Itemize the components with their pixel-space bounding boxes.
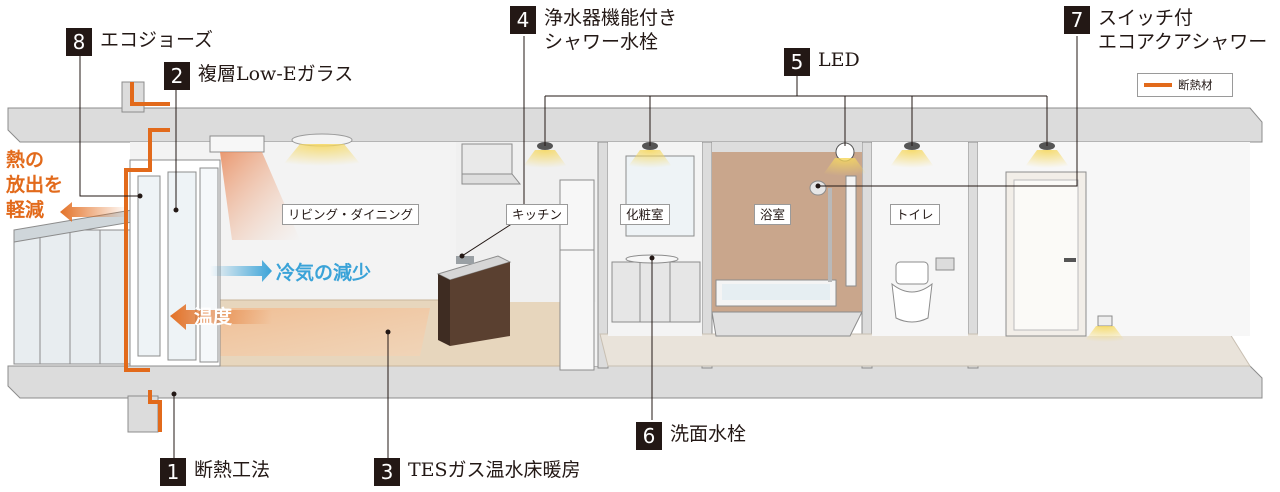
- callout-number: 6: [636, 422, 662, 450]
- sash-window: [129, 159, 221, 367]
- callout-number: 8: [66, 28, 92, 56]
- deck-floor: [599, 333, 1251, 367]
- leader-lines: [79, 36, 1078, 458]
- callout-5: 5 LED: [784, 48, 860, 76]
- callout-7: 7 スイッチ付 エコアクアシャワー: [1064, 6, 1267, 54]
- insulation-line-top: [130, 82, 170, 106]
- insulation-line-bottom: [148, 390, 162, 432]
- toilet: [891, 257, 955, 323]
- callout-number: 1: [160, 458, 186, 486]
- room-label-living: リビング・ダイニング: [282, 204, 420, 225]
- heat-release-arrow: [60, 202, 128, 222]
- callout-text: 複層Low-Eガラス: [198, 63, 354, 85]
- callout-8: 8 エコジョーズ: [66, 28, 213, 56]
- shower-bar: [828, 188, 832, 282]
- floor-slab: [7, 365, 1263, 399]
- callout-text: TESガス温水床暖房: [408, 459, 581, 481]
- callout-6: 6 洗面水栓: [636, 422, 746, 450]
- callout-number: 3: [374, 458, 400, 486]
- insulation-swatch: [1144, 83, 1172, 87]
- range-hood: [461, 143, 513, 175]
- room-label-toilet: トイレ: [890, 204, 940, 225]
- callout-3: 3 TESガス温水床暖房: [374, 458, 581, 486]
- air-conditioner: [209, 135, 265, 153]
- callout-text: 浄水器機能付き シャワー水栓: [544, 7, 678, 53]
- cold-reduction-text: 冷気の減少: [276, 262, 372, 284]
- insulation-line-window: [124, 128, 170, 372]
- bathtub: [715, 279, 837, 307]
- callout-4: 4 浄水器機能付き シャワー水栓: [510, 6, 677, 54]
- temperature-arrow: [170, 304, 272, 330]
- legend: 断熱材: [1137, 73, 1233, 97]
- ceiling-slab: [7, 107, 1263, 143]
- callout-text: 洗面水栓: [670, 423, 747, 445]
- room-label-kitchen: キッチン: [506, 204, 569, 225]
- heat-release-text: 熱の 放出を 軽減: [6, 149, 64, 221]
- temperature-text: 温度: [194, 306, 233, 328]
- entrance-door: [1005, 171, 1087, 337]
- room-label-powder: 化粧室: [620, 204, 670, 225]
- cold-reduction-arrow: [210, 260, 272, 282]
- kitchen-counter: [436, 255, 512, 346]
- callout-number: 4: [510, 6, 536, 34]
- callout-number: 2: [164, 62, 190, 90]
- callout-number: 7: [1064, 6, 1090, 34]
- callout-2: 2 複層Low-Eガラス: [164, 62, 353, 90]
- callout-1: 1 断熱工法: [160, 458, 270, 486]
- legend-label: 断熱材: [1178, 78, 1213, 92]
- bath-floor: [711, 311, 863, 337]
- callout-text: LED: [818, 49, 860, 71]
- balcony-railing: [13, 209, 133, 365]
- callout-number: 5: [784, 48, 810, 76]
- led-downlights: [522, 142, 1070, 176]
- lower-beam: [127, 395, 159, 433]
- callout-text: スイッチ付 エコアクアシャワー: [1098, 7, 1268, 53]
- warm-airflow: [220, 152, 300, 240]
- room-label-bath: 浴室: [754, 204, 792, 225]
- callout-text: エコジョーズ: [100, 29, 214, 51]
- vanity: [611, 254, 701, 323]
- callout-text: 断熱工法: [194, 459, 271, 481]
